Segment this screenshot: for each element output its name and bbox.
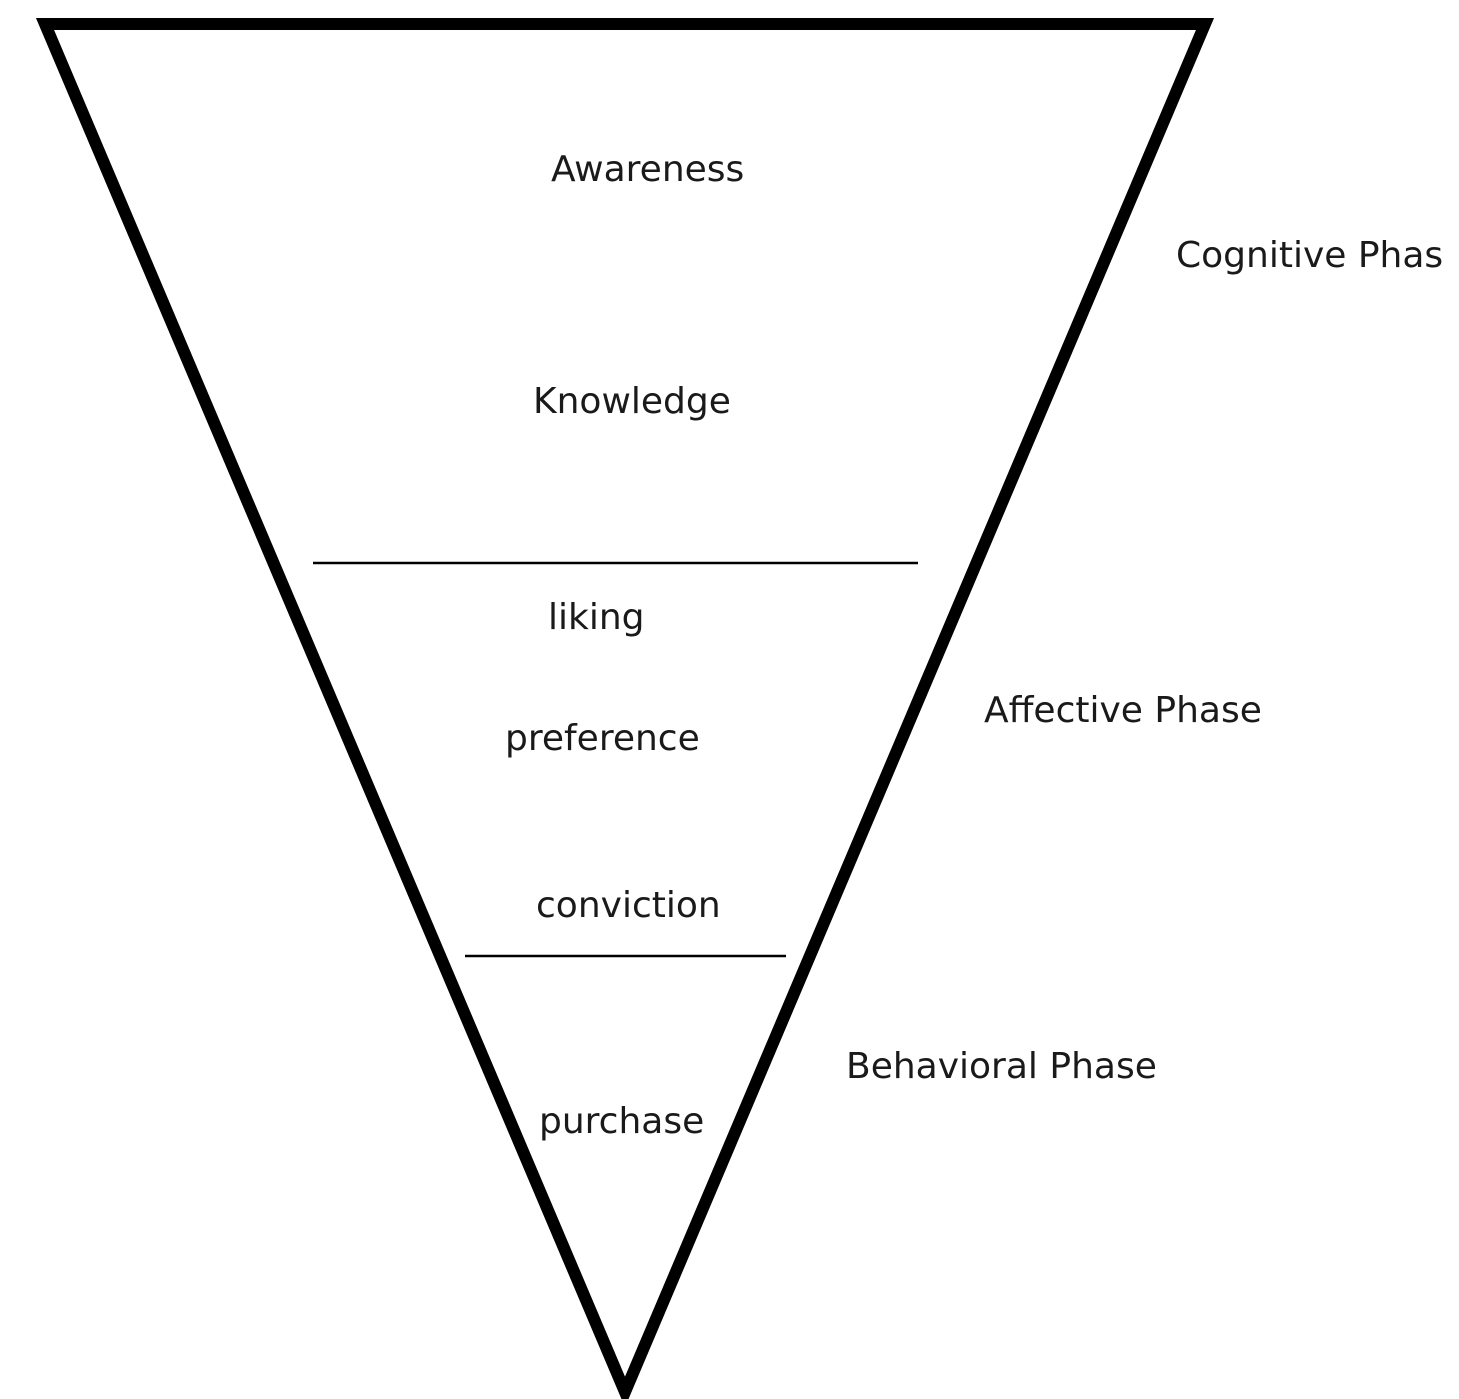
stage-label-conviction: conviction [536,885,721,926]
phase-label-cognitive: Cognitive Phas [1176,235,1443,276]
funnel-outline [35,18,1215,1399]
phase-label-behavioral: Behavioral Phase [846,1046,1157,1087]
stage-label-knowledge: Knowledge [533,381,731,422]
stage-label-purchase: purchase [539,1101,704,1142]
stage-label-awareness: Awareness [551,149,744,190]
phase-label-affective: Affective Phase [984,690,1262,731]
stage-label-liking: liking [548,597,645,638]
stage-label-preference: preference [505,718,700,759]
